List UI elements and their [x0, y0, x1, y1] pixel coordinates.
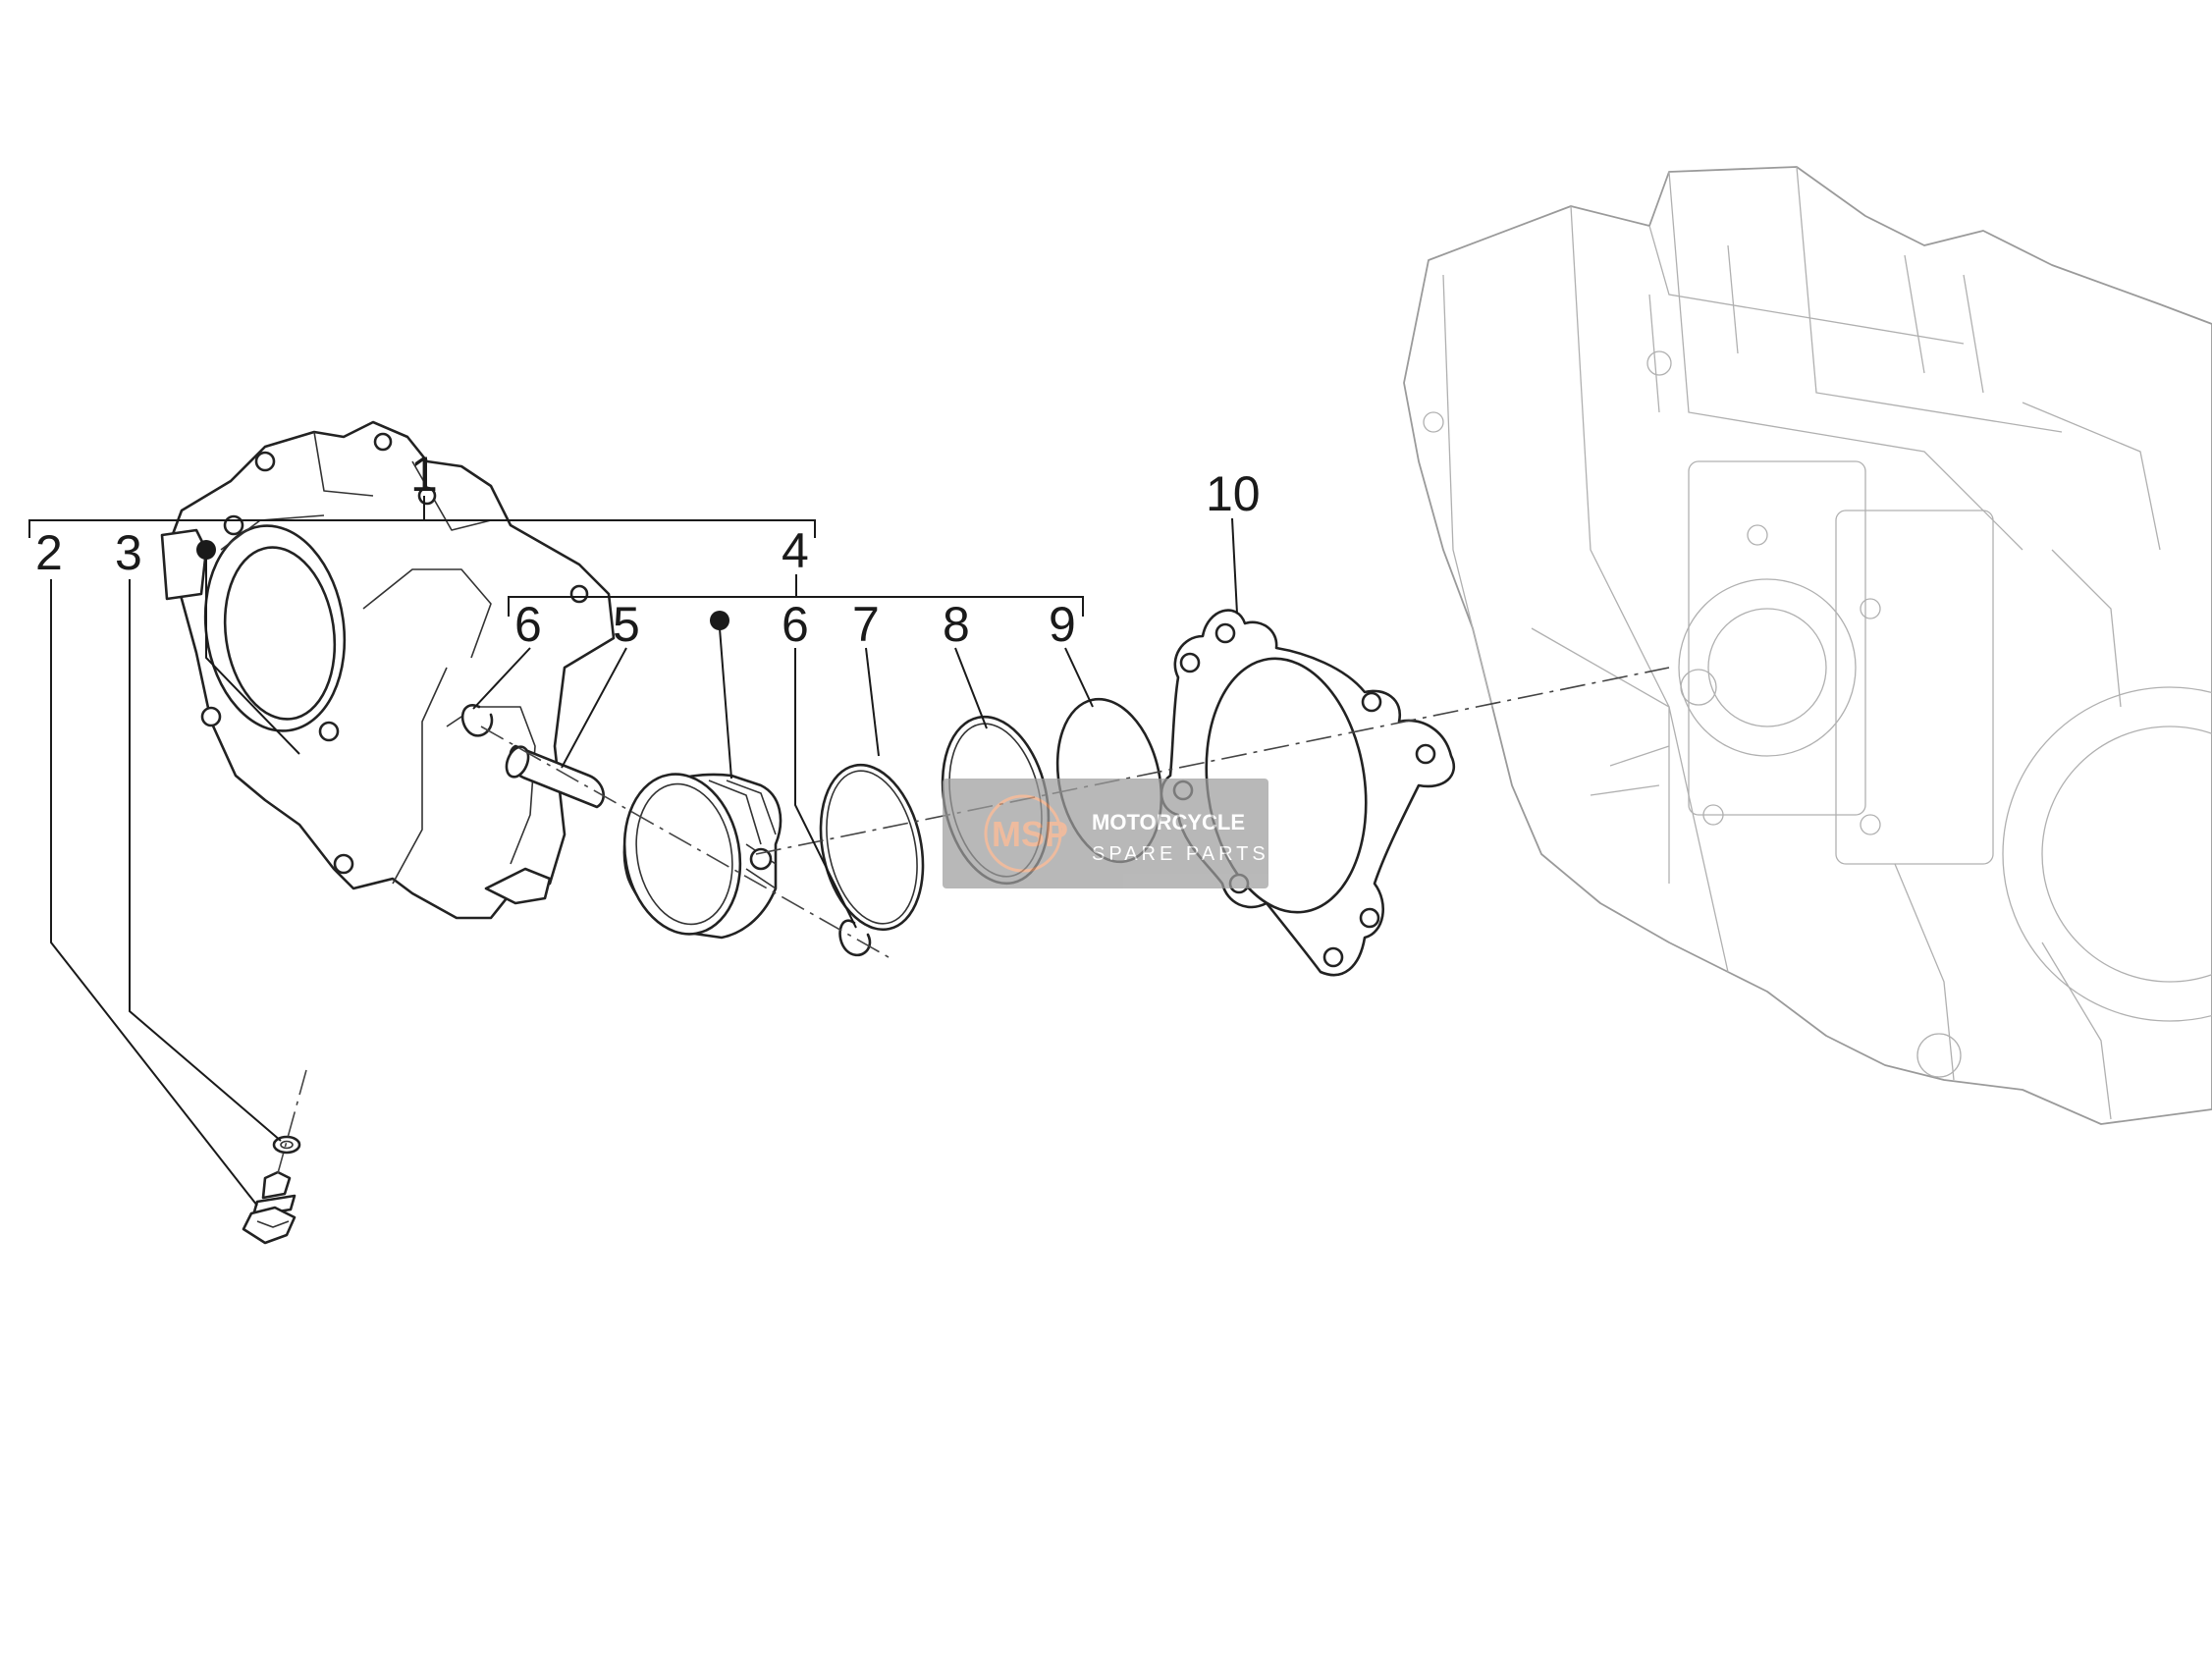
- watermark-logo-icon: [984, 794, 1062, 873]
- leader-lines: [28, 496, 1238, 1207]
- callout-1: 1: [410, 447, 438, 502]
- watermark-line1: MOTORCYCLE: [1092, 810, 1245, 834]
- watermark-logo: MSP: [992, 814, 1068, 854]
- watermark-line2: SPARE PARTS: [1092, 843, 1269, 865]
- bullet-cylinder: [196, 540, 216, 560]
- cylinder-block: [160, 420, 616, 920]
- callout-9: 9: [1049, 597, 1076, 652]
- callout-8: 8: [943, 597, 970, 652]
- callout-6b: 6: [782, 597, 809, 652]
- callout-10: 10: [1206, 466, 1261, 521]
- callout-6a: 6: [514, 597, 542, 652]
- callout-3: 3: [115, 525, 142, 580]
- piston-pin: [505, 744, 605, 809]
- flange-bolt: [242, 1170, 297, 1245]
- callout-5: 5: [613, 597, 640, 652]
- piston-ring-1: [819, 763, 925, 932]
- engine-assembly: [1403, 166, 2212, 1125]
- piston: [622, 773, 782, 940]
- bullet-piston: [710, 611, 729, 630]
- pin-axis: [480, 726, 890, 958]
- cylinder-axis: [755, 667, 1670, 855]
- callout-7: 7: [852, 597, 880, 652]
- watermark: MSP MOTORCYCLE SPARE PARTS: [943, 779, 1269, 888]
- bolt-axis: [277, 1069, 307, 1174]
- callout-2: 2: [35, 525, 63, 580]
- callout-4: 4: [782, 523, 809, 578]
